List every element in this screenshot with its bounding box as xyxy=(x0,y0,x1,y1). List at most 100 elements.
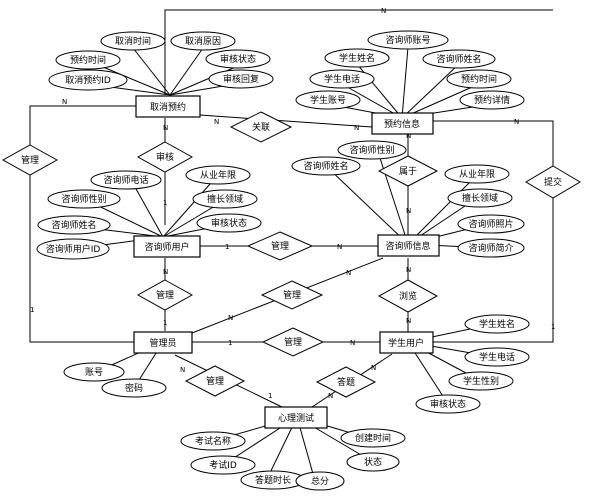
entity-label: 心理测试 xyxy=(278,412,314,424)
card-1: 1 xyxy=(225,243,229,251)
attribute-label: 审核回复 xyxy=(223,73,259,85)
card-n: N xyxy=(328,392,333,400)
card-n: N xyxy=(381,7,386,15)
attributes-cancel-booking: 取消时间 取消原因 预约时间 审核状态 取消预约ID 审核回复 xyxy=(48,31,274,91)
attribute-label: 咨询师电话 xyxy=(103,174,148,186)
entity-label: 预约信息 xyxy=(384,118,420,130)
entity-admin: 管理员 xyxy=(133,331,193,354)
relation-manage-cu-ci: 管理 xyxy=(246,231,314,261)
card-n: N xyxy=(180,366,185,374)
card-1: 1 xyxy=(163,199,167,207)
attribute-label: 学生姓名 xyxy=(479,318,515,330)
attributes-psych-test: 考试名称 创建时间 考试ID 状态 答题时长 总分 xyxy=(180,428,406,491)
attribute-label: 考试ID xyxy=(209,459,237,471)
entities: 取消预约 预约信息 咨询师用户 咨询师信息 管理员 学生用户 心理测试 xyxy=(133,95,440,429)
attribute-label: 取消原因 xyxy=(185,35,221,47)
entity-label: 学生用户 xyxy=(388,337,424,349)
attribute-label: 咨询师姓名 xyxy=(303,160,348,172)
relation-browse: 浏览 xyxy=(377,279,439,313)
attribute-label: 擅长领域 xyxy=(207,193,243,205)
relation-submit: 提交 xyxy=(525,165,581,199)
card-1: 1 xyxy=(228,339,232,347)
card-n: N xyxy=(337,243,342,251)
attribute-label: 账号 xyxy=(85,367,103,378)
attribute-label: 预约时间 xyxy=(70,54,106,66)
attribute-label: 取消时间 xyxy=(115,35,151,47)
attribute-label: 从业年限 xyxy=(459,168,495,180)
attributes-booking-info: 咨询师账号 学生姓名 咨询师姓名 学生电话 预约时间 学生账号 预约详情 xyxy=(295,30,525,110)
attribute-label: 预约详情 xyxy=(474,94,510,106)
attribute-label: 总分 xyxy=(311,475,329,487)
entity-label: 咨询师信息 xyxy=(385,240,430,252)
card-n: N xyxy=(346,269,351,277)
card-n: N xyxy=(406,132,411,140)
relation-answer: 答题 xyxy=(315,366,377,398)
attribute-label: 学生电话 xyxy=(324,73,360,85)
card-n: N xyxy=(62,98,67,106)
card-n: N xyxy=(214,118,219,126)
attribute-label: 学生账号 xyxy=(310,94,346,106)
card-n: N xyxy=(371,364,376,372)
relation-manage-left: 管理 xyxy=(1,144,59,176)
relation-label: 管理 xyxy=(283,289,301,301)
entity-label: 取消预约 xyxy=(150,101,186,113)
attribute-label: 答题时长 xyxy=(255,474,291,486)
attribute-label: 咨询师照片 xyxy=(468,218,513,230)
relation-manage-admin-su: 管理 xyxy=(261,327,325,357)
card-n: N xyxy=(163,124,168,132)
attribute-label: 咨询师简介 xyxy=(468,242,513,254)
card-n: N xyxy=(354,124,359,132)
card-n: N xyxy=(406,317,411,325)
card-n: N xyxy=(514,118,519,126)
relation-label: 审核 xyxy=(156,151,174,163)
attribute-label: 考试名称 xyxy=(195,435,231,447)
attributes-counselor-user: 咨询师电话 从业年限 咨询师性别 擅长领域 咨询师姓名 审核状态 咨询师用户ID xyxy=(36,165,262,260)
attribute-label: 咨询师性别 xyxy=(349,144,394,156)
attribute-label: 学生性别 xyxy=(463,375,499,387)
entity-booking-info: 预约信息 xyxy=(371,112,434,135)
attribute-label: 咨询师用户ID xyxy=(46,243,101,255)
card-n: N xyxy=(350,339,355,347)
entity-student-user: 学生用户 xyxy=(379,331,434,354)
relation-manage-admin-ci: 管理 xyxy=(260,280,324,310)
card-n: N xyxy=(406,207,411,215)
relation-label: 管理 xyxy=(284,336,302,348)
relation-label: 管理 xyxy=(156,289,174,301)
card-1: 1 xyxy=(163,319,167,327)
attribute-label: 密码 xyxy=(125,382,143,394)
card-1: 1 xyxy=(551,323,555,331)
card-n: N xyxy=(406,266,411,274)
relation-label: 提交 xyxy=(544,176,562,188)
relation-manage-admin-pt: 管理 xyxy=(184,365,246,397)
relation-label: 属于 xyxy=(399,166,417,177)
card-1: 1 xyxy=(268,392,272,400)
entity-label: 管理员 xyxy=(149,337,176,349)
attribute-label: 状态 xyxy=(364,456,382,468)
card-n: N xyxy=(163,268,168,276)
relationships: 管理 审核 关联 属于 提交 管理 管理 管理 xyxy=(1,111,581,398)
attribute-label: 预约时间 xyxy=(461,73,497,85)
relation-label: 管理 xyxy=(206,375,224,387)
entity-counselor-info: 咨询师信息 xyxy=(377,234,440,257)
relation-manage-admin-cu: 管理 xyxy=(136,279,194,311)
entity-label: 咨询师用户 xyxy=(144,241,189,253)
attribute-label: 审核状态 xyxy=(430,398,466,410)
attribute-label: 学生姓名 xyxy=(339,52,375,64)
relation-label: 答题 xyxy=(337,376,355,388)
attribute-label: 学生电话 xyxy=(479,351,515,363)
entity-cancel-booking: 取消预约 xyxy=(135,95,201,118)
attributes-admin: 账号 密码 xyxy=(63,362,167,398)
attribute-label: 审核状态 xyxy=(211,217,247,229)
attribute-label: 咨询师账号 xyxy=(385,34,430,46)
entity-psych-test: 心理测试 xyxy=(264,406,328,429)
attribute-label: 擅长领域 xyxy=(462,192,498,204)
relation-review: 审核 xyxy=(136,141,194,173)
relation-label: 浏览 xyxy=(399,290,417,302)
card-1: 1 xyxy=(30,306,34,314)
relation-belong: 属于 xyxy=(377,155,439,187)
relation-associate: 关联 xyxy=(229,111,293,143)
attributes-counselor-info: 咨询师性别 咨询师姓名 从业年限 擅长领域 咨询师照片 咨询师简介 xyxy=(291,140,525,258)
attribute-label: 创建时间 xyxy=(355,432,391,444)
attribute-label: 咨询师性别 xyxy=(61,193,106,205)
